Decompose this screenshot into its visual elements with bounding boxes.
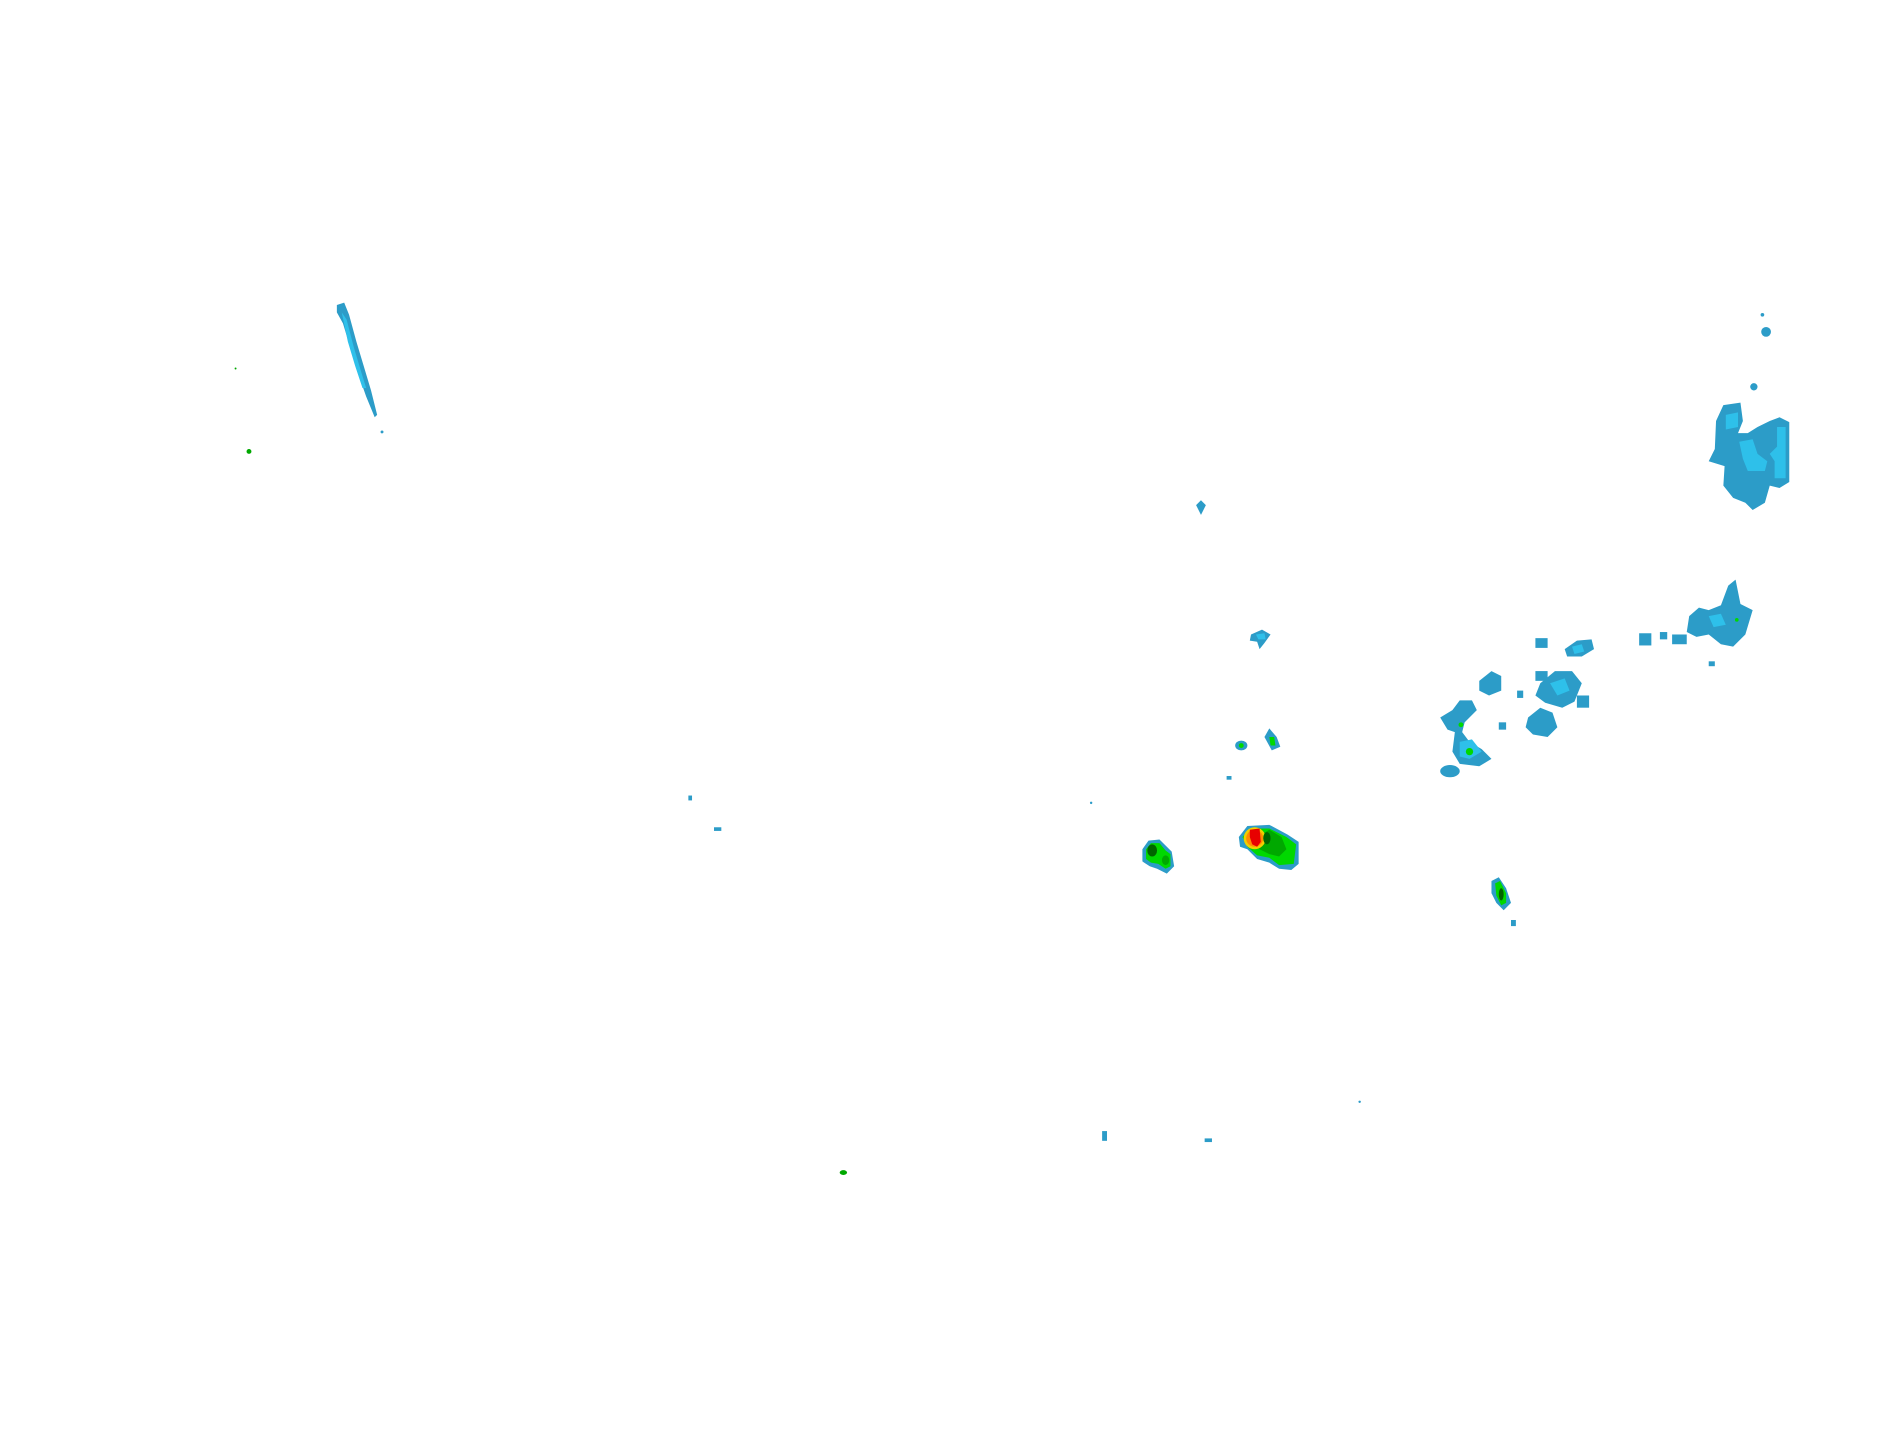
storm-cell-west (1142, 839, 1175, 874)
storm-cell-central (1238, 824, 1299, 870)
echo-cells-central (1089, 500, 1281, 805)
echo-area-northeast (1708, 312, 1790, 511)
echo-dot-west (246, 449, 252, 454)
echo-specks-misc (234, 367, 1361, 1176)
echo-line-northwest (336, 302, 384, 434)
echo-cluster-east (1440, 579, 1753, 778)
storm-cell-southeast (1491, 877, 1516, 927)
